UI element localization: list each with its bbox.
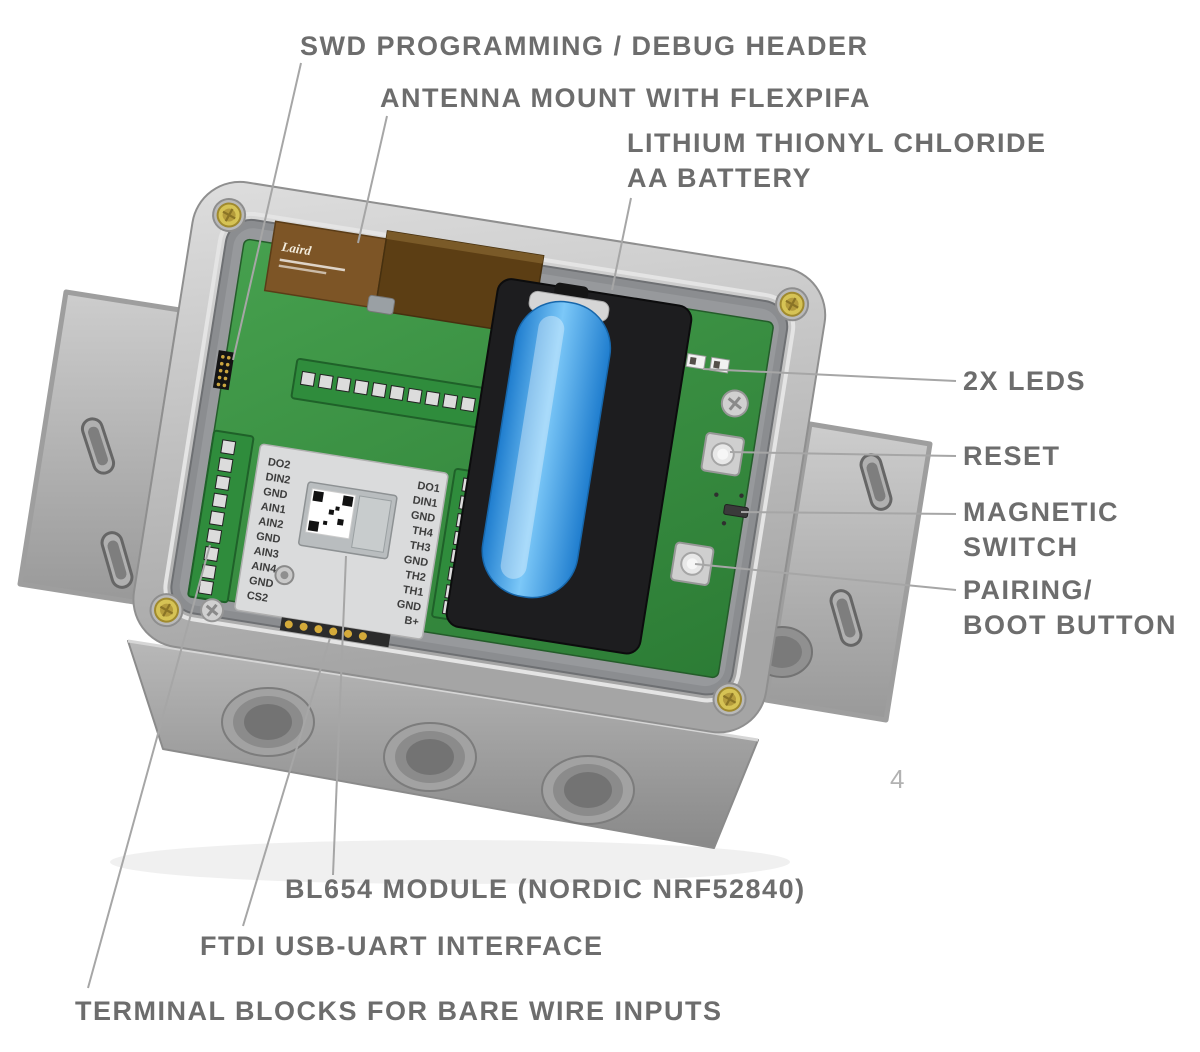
- cable-gland-hole: [383, 722, 477, 792]
- callout-label-magnetic-line1: MAGNETIC: [963, 497, 1119, 527]
- pin-label: CS2: [246, 590, 269, 605]
- leader-line: [729, 451, 957, 457]
- ground-shadow: [110, 840, 790, 884]
- bl654-module: [298, 481, 398, 560]
- callout-reset: RESET: [729, 441, 1061, 471]
- callout-label-leds: 2X LEDS: [963, 366, 1086, 396]
- callout-magnetic: MAGNETIC SWITCH: [740, 497, 1119, 562]
- pin-label: TH1: [402, 584, 424, 599]
- mounting-flange-left: [17, 289, 183, 605]
- leader-line: [332, 555, 347, 876]
- enclosure-front-face: [127, 639, 759, 849]
- antenna-mount-connector: [366, 294, 396, 315]
- swd-debug-header: [212, 350, 235, 391]
- keyhole-slot-icon: [829, 589, 863, 647]
- corner-screw-icon: [212, 198, 247, 233]
- pin-label: AIN2: [258, 515, 285, 531]
- callout-terminal: TERMINAL BLOCKS FOR BARE WIRE INPUTS: [75, 544, 723, 1026]
- callout-leds: 2X LEDS: [702, 366, 1086, 396]
- callout-label-pairing-line2: BOOT BUTTON: [963, 610, 1177, 640]
- keyhole-slot-icon: [100, 531, 134, 589]
- pin-label: GND: [262, 486, 288, 502]
- pin-label: TH2: [404, 569, 426, 584]
- aa-battery: [481, 300, 612, 599]
- leader-line: [242, 637, 331, 927]
- pin-label: DO1: [416, 480, 440, 495]
- pin-label: AIN1: [260, 501, 287, 517]
- page-number: 4: [890, 764, 904, 794]
- pin-label: GND: [255, 530, 281, 546]
- callout-label-antenna: ANTENNA MOUNT WITH FLEXPIFA: [380, 83, 871, 113]
- pin-label: DO2: [267, 456, 291, 471]
- pin-label: DIN1: [412, 494, 439, 510]
- pin-label: AIN3: [253, 545, 280, 561]
- callout-battery: LITHIUM THIONYL CHLORIDE AA BATTERY: [611, 128, 1046, 291]
- callout-label-ftdi: FTDI USB-UART INTERFACE: [200, 931, 603, 961]
- pin-label: GND: [396, 598, 422, 614]
- callout-label-terminal: TERMINAL BLOCKS FOR BARE WIRE INPUTS: [75, 996, 723, 1026]
- pcb-screw: [720, 389, 749, 418]
- pairing-boot-button: [670, 541, 715, 586]
- corner-screw-icon: [149, 593, 184, 628]
- pin-label: AIN4: [251, 560, 279, 576]
- callout-bl654: BL654 MODULE (NORDIC NRF52840): [285, 555, 806, 904]
- standoff: [274, 565, 295, 586]
- leader-line: [702, 368, 957, 382]
- pin-label: GND: [403, 554, 429, 570]
- leader-line: [740, 511, 957, 515]
- leader-line: [87, 544, 211, 989]
- terminal-block-left: [187, 429, 255, 604]
- cable-gland-hole: [541, 755, 635, 825]
- corner-screw-icon: [775, 287, 810, 322]
- callout-label-reset: RESET: [963, 441, 1061, 471]
- callout-label-magnetic-line2: SWITCH: [963, 532, 1078, 562]
- reset-button: [700, 432, 745, 477]
- pin-label: B+: [404, 615, 420, 629]
- callout-label-pairing-line1: PAIRING/: [963, 575, 1093, 605]
- callout-label-swd: SWD PROGRAMMING / DEBUG HEADER: [300, 31, 869, 61]
- leader-line: [357, 115, 388, 244]
- ftdi-uart-header: [279, 617, 391, 648]
- leader-line: [232, 62, 302, 361]
- pin-label: DIN2: [265, 471, 292, 487]
- callout-label-battery-line2: AA BATTERY: [627, 163, 812, 193]
- pcb-screw: [200, 598, 225, 623]
- callout-ftdi: FTDI USB-UART INTERFACE: [200, 637, 603, 961]
- pin-label: TH4: [411, 525, 434, 540]
- battery-holder: [445, 278, 693, 655]
- callout-antenna: ANTENNA MOUNT WITH FLEXPIFA: [357, 83, 871, 244]
- enclosure-body: Laird: [132, 180, 827, 734]
- pin-label: TH3: [409, 539, 431, 554]
- leader-line: [611, 197, 632, 291]
- keyhole-slot-icon: [80, 417, 116, 475]
- callout-pairing: PAIRING/ BOOT BUTTON: [694, 563, 1177, 640]
- pin-label: GND: [410, 509, 436, 525]
- cable-gland-hole: [221, 687, 315, 757]
- leader-line: [694, 563, 957, 591]
- callout-label-bl654: BL654 MODULE (NORDIC NRF52840): [285, 874, 806, 904]
- callout-label-battery-line1: LITHIUM THIONYL CHLORIDE: [627, 128, 1046, 158]
- callout-swd: SWD PROGRAMMING / DEBUG HEADER: [232, 31, 869, 361]
- corner-screw-icon: [712, 682, 747, 717]
- pin-label: GND: [248, 575, 274, 591]
- antenna-brand-text: Laird: [280, 239, 313, 259]
